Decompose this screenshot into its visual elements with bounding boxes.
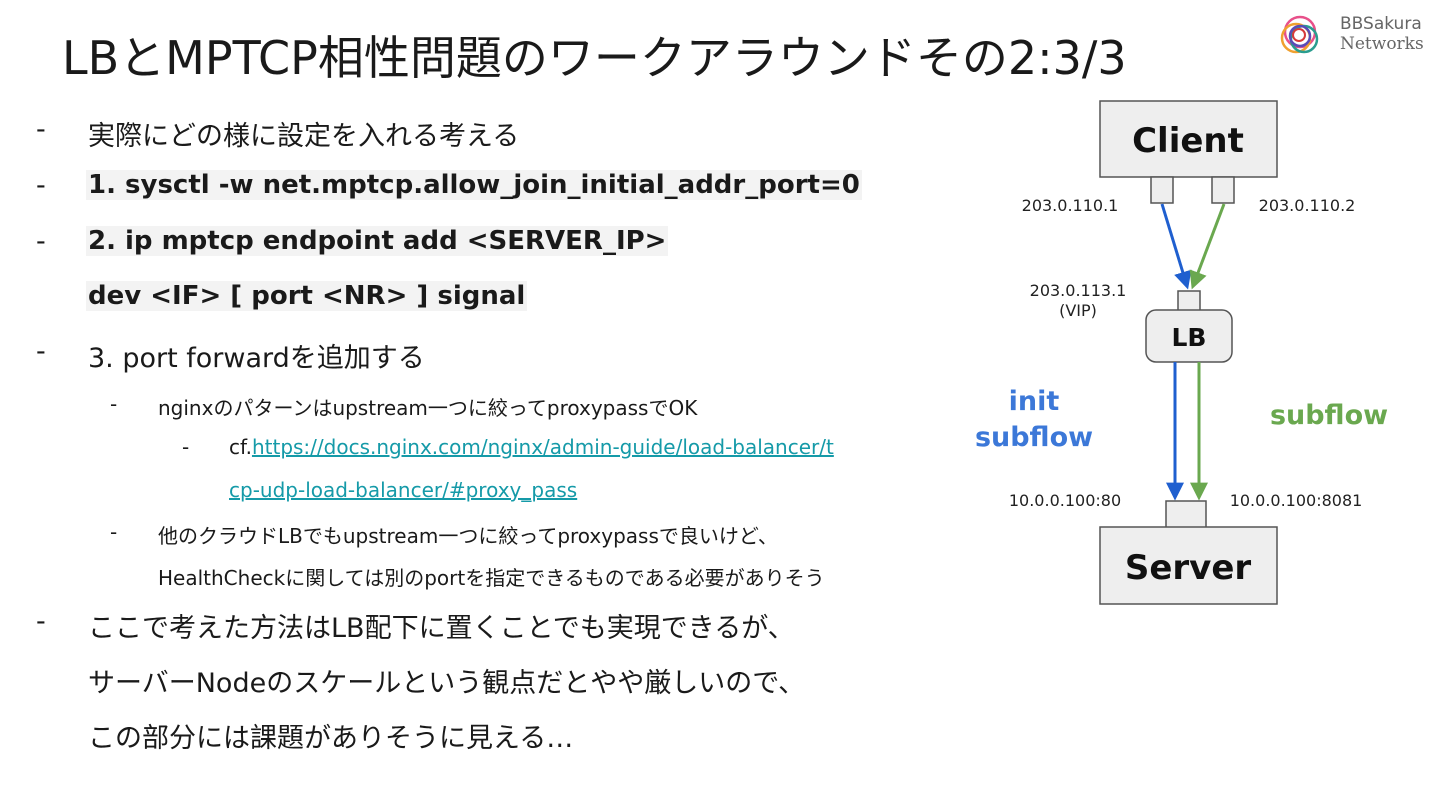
- server-box: [1099, 526, 1278, 605]
- lb-vip-port: [1177, 290, 1201, 312]
- server-port-box: [1165, 500, 1207, 529]
- bullet-reference: cf.https://docs.nginx.com/nginx/admin-gu…: [229, 435, 834, 459]
- init-subflow-arrow-upper: [1160, 203, 1192, 290]
- bullet-marker: -: [36, 226, 46, 257]
- bullet-marker: -: [110, 520, 118, 544]
- bullet-marker: -: [36, 170, 46, 201]
- nginx-docs-link-cont[interactable]: cp-udp-load-balancer/#proxy_pass: [229, 478, 578, 502]
- server-port-8081: 10.0.0.100:8081: [1230, 491, 1363, 510]
- lb-label: LB: [1172, 323, 1207, 352]
- subflow-arrow-upper: [1189, 203, 1226, 290]
- vip-ip: 203.0.113.1: [1030, 281, 1127, 300]
- client-ip-2: 203.0.110.2: [1259, 196, 1356, 215]
- subflow-label: subflow: [1270, 400, 1388, 431]
- bullet-marker: -: [36, 336, 46, 367]
- client-label: Client: [1132, 121, 1244, 161]
- bullet-port-forward: 3. port forwardを追加する: [88, 343, 425, 374]
- init-subflow-label-line1: init: [1009, 386, 1060, 417]
- bullet-nginx-pattern: nginxのパターンはupstream一つに絞ってproxypassでOK: [158, 396, 698, 420]
- bullet-marker: -: [110, 392, 118, 416]
- reference-prefix: cf.: [229, 435, 252, 459]
- bullet-marker: -: [36, 606, 46, 637]
- lb-box: [1145, 309, 1233, 363]
- client-box: [1099, 100, 1278, 178]
- server-port-80: 10.0.0.100:80: [1009, 491, 1121, 510]
- logo-rings-icon: [1280, 15, 1319, 54]
- bullet-cloud-lb: 他のクラウドLBでもupstream一つに絞ってproxypassで良いけど、: [158, 524, 778, 548]
- client-ip-1: 203.0.110.1: [1022, 196, 1119, 215]
- logo-line1: BBSakura: [1340, 14, 1422, 34]
- bullet-marker: -: [182, 435, 190, 459]
- bullet-endpoint-command: 2. ip mptcp endpoint add <SERVER_IP>: [86, 226, 669, 256]
- slide-title: LBとMPTCP相性問題のワークアラウンドその2:3/3: [62, 31, 1127, 85]
- client-port-2: [1211, 176, 1235, 204]
- nginx-docs-link[interactable]: https://docs.nginx.com/nginx/admin-guide…: [251, 435, 834, 459]
- logo-line2: Networks: [1340, 34, 1424, 54]
- bullet-conclusion-cont2: この部分には課題がありそうに見える…: [88, 723, 574, 754]
- bullet-conclusion-cont1: サーバーNodeのスケールという観点だとやや厳しいので、: [88, 668, 806, 699]
- bullet-conclusion: ここで考えた方法はLB配下に置くことでも実現できるが、: [88, 613, 795, 644]
- bullet-reference-cont: cp-udp-load-balancer/#proxy_pass: [229, 478, 577, 502]
- vip-label: (VIP): [1059, 301, 1097, 320]
- bullet-endpoint-command-cont: dev <IF> [ port <NR> ] signal: [86, 281, 528, 311]
- bbsakura-logo: BBSakura Networks: [1272, 8, 1432, 64]
- server-label: Server: [1125, 548, 1252, 588]
- bullet-cloud-lb-cont: HealthCheckに関しては別のportを指定できるものである必要がありそう: [158, 566, 825, 590]
- bullet-setting-intro: 実際にどの様に設定を入れる考える: [88, 121, 520, 152]
- init-subflow-label-line2: subflow: [975, 422, 1093, 453]
- bullet-sysctl-command: 1. sysctl -w net.mptcp.allow_join_initia…: [86, 170, 862, 200]
- bullet-marker: -: [36, 114, 46, 145]
- logo-text: BBSakura Networks: [1340, 14, 1424, 54]
- client-port-1: [1150, 176, 1174, 204]
